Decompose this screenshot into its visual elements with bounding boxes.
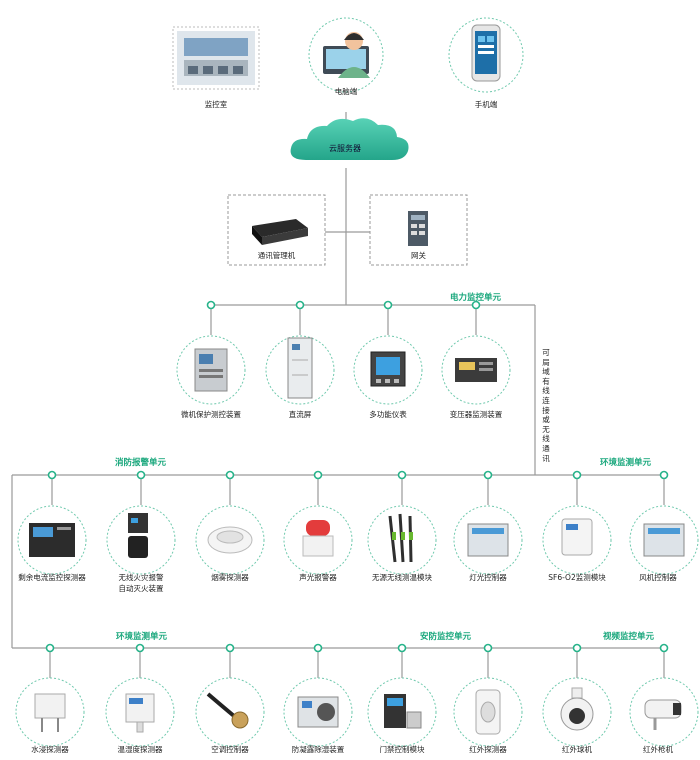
cloud-server-label: 云服务器 (329, 144, 361, 153)
row2-device-label: 门禁控制模块 (379, 745, 425, 754)
section-power-title: 电力监控单元 (450, 293, 502, 303)
row2-device-label: 水浸探测器 (31, 745, 69, 754)
power-device-label: 变压器监测装置 (449, 410, 503, 419)
row1-device-label: 风机控制器 (639, 573, 677, 582)
sf6-o2-monitor-device (542, 505, 612, 575)
row2-device-label: 防凝露除湿装置 (291, 745, 345, 754)
connection-lines (11, 112, 664, 649)
infrared-dome-camera (542, 677, 612, 747)
access-control-module (367, 677, 437, 747)
anti-condensation-device (283, 677, 353, 747)
section-env-right-title: 环境监测单元 (600, 458, 652, 468)
row1-device-label: 烟雾探测器 (211, 573, 249, 582)
comm-manager-node (227, 194, 326, 266)
power-device-label: 多功能仪表 (369, 410, 407, 419)
row1-device-label: 灯光控制器 (469, 573, 507, 582)
microcomputer-protection-device (176, 335, 246, 405)
row2-device-label: 温湿度探测器 (117, 745, 163, 754)
row2-device-label: 空调控制器 (211, 745, 249, 754)
monitor-room-label: 监控室 (204, 100, 228, 109)
row1-device-label: 无源无线测温模块 (372, 573, 432, 582)
smoke-detector-device (195, 505, 265, 575)
row2-device-label: 红外球机 (562, 745, 592, 754)
wireless-fire-alarm-device (106, 505, 176, 575)
row1-device-label: 声光报警器 (299, 573, 337, 582)
device-drop-lines (49, 475, 665, 678)
mobile-client-node (448, 17, 524, 93)
multifunction-meter-device (353, 335, 423, 405)
infrared-detector-device (453, 677, 523, 747)
water-leak-detector (15, 677, 85, 747)
section-fire-title: 消防报警单元 (115, 458, 167, 468)
power-device-label: 微机保护测控装置 (181, 410, 241, 419)
monitor-room-node (172, 26, 260, 90)
comm-manager-label: 通讯管理机 (257, 251, 296, 260)
transformer-monitor-device (441, 335, 511, 405)
row1-device-label-line2: 自动灭火装置 (118, 584, 164, 593)
gateway-node (369, 194, 468, 266)
pc-client-node (308, 17, 384, 93)
junction-dots (45, 300, 669, 653)
passive-wireless-temp-module (367, 505, 437, 575)
fan-controller-device (629, 505, 699, 575)
ac-controller-device (195, 677, 265, 747)
residual-current-detector (17, 505, 87, 575)
light-controller-device (453, 505, 523, 575)
section-security-title: 安防监控单元 (420, 632, 472, 642)
infrared-bullet-camera (629, 677, 699, 747)
row1-device-label: 剩余电流监控探测器 (18, 573, 86, 582)
cloud-server-node (290, 118, 409, 160)
pc-client-label: 电脑端 (334, 87, 358, 96)
row2-device-label: 红外探测器 (469, 745, 507, 754)
sound-light-alarm-device (283, 505, 353, 575)
row2-device-label: 红外枪机 (643, 745, 673, 754)
section-env-bottom-title: 环境监测单元 (116, 632, 168, 642)
power-device-label: 直流屏 (288, 410, 312, 419)
temp-humidity-detector (105, 677, 175, 747)
row1-device-label: SF6-O2监测模块 (548, 573, 606, 582)
row1-device-label: 无线火灾报警 (118, 573, 164, 582)
section-video-title: 视频监控单元 (603, 632, 655, 642)
comm-note: 可局域有线连接或无线通讯 (542, 348, 550, 463)
mobile-client-label: 手机端 (474, 100, 498, 109)
gateway-label: 网关 (411, 251, 426, 260)
dc-panel-device (265, 335, 335, 405)
